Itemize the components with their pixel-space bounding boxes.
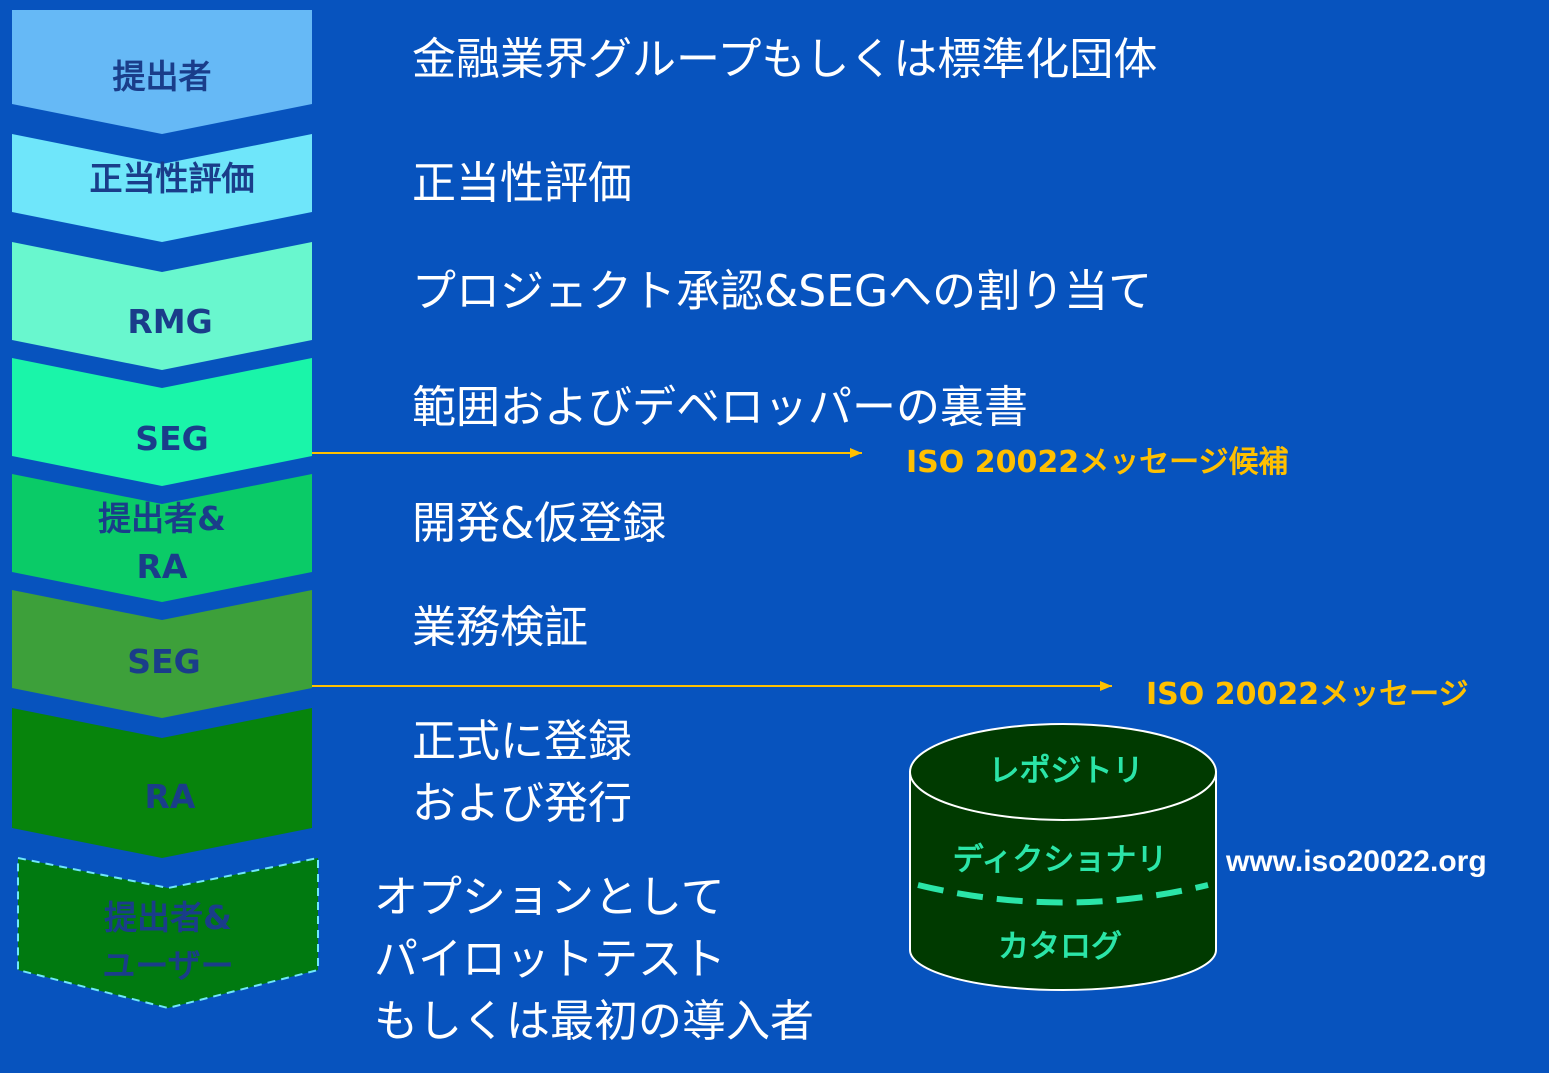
outcome-message-label: ISO 20022メッセージ [1146, 677, 1469, 712]
outcome-candidate-label: ISO 20022メッセージ候補 [906, 445, 1289, 480]
stage-label-submitter-user-line1: 提出者& [104, 898, 232, 937]
stage-description-submitter-user-line2: パイロットテスト [374, 934, 726, 985]
stage-label-justification: 正当性評価 [90, 159, 255, 198]
stage-label-submitter-ra-line1: 提出者& [98, 499, 226, 538]
stage-description-ra-line2: および発行 [412, 778, 632, 829]
stage-description-submitter-user-line3: もしくは最初の導入者 [374, 996, 814, 1047]
stage-description-seg-1: 範囲およびデベロッパーの裏書 [412, 382, 1028, 433]
stage-chevron-submitter-ra: 提出者& RA [12, 474, 312, 602]
stage-label-rmg: RMG [127, 302, 212, 341]
website-url: www.iso20022.org [1226, 845, 1487, 878]
stage-description-submitter-user-line1: オプションとして [374, 872, 725, 923]
stage-description-seg-2: 業務検証 [412, 602, 588, 653]
stage-chevron-justification: 正当性評価 [12, 134, 312, 242]
stage-label-seg-1: SEG [135, 419, 208, 458]
stage-chevron-ra: RA [12, 708, 312, 858]
stage-description-rmg: プロジェクト承認&SEGへの割り当て [412, 266, 1153, 317]
repository-dictionary: ディクショナリ [953, 842, 1168, 878]
stage-description-justification: 正当性評価 [412, 158, 632, 209]
stage-chevron-submitter-user: 提出者& ユーザー [17, 856, 319, 1010]
stage-label-submitter: 提出者 [113, 57, 212, 96]
stage-description-ra-line1: 正式に登録 [412, 716, 632, 767]
stage-chevron-rmg: RMG [12, 242, 312, 370]
stage-chevron-seg-2: SEG [12, 590, 312, 718]
repository-title: レポジトリ [989, 753, 1144, 789]
stage-chevron-submitter: 提出者 [12, 10, 312, 134]
stage-label-submitter-user-line2: ユーザー [102, 946, 233, 985]
stage-label-ra: RA [145, 777, 196, 816]
stage-chevron-seg-1: SEG [12, 358, 312, 486]
stage-description-submitter: 金融業界グループもしくは標準化団体 [412, 34, 1158, 85]
stage-label-submitter-ra-line2: RA [137, 547, 188, 586]
repository-catalog: カタログ [998, 929, 1122, 965]
stage-label-seg-2: SEG [127, 642, 200, 681]
repository-database: レポジトリ ディクショナリ カタログ [909, 723, 1217, 991]
stage-description-submitter-ra: 開発&仮登録 [412, 498, 667, 549]
